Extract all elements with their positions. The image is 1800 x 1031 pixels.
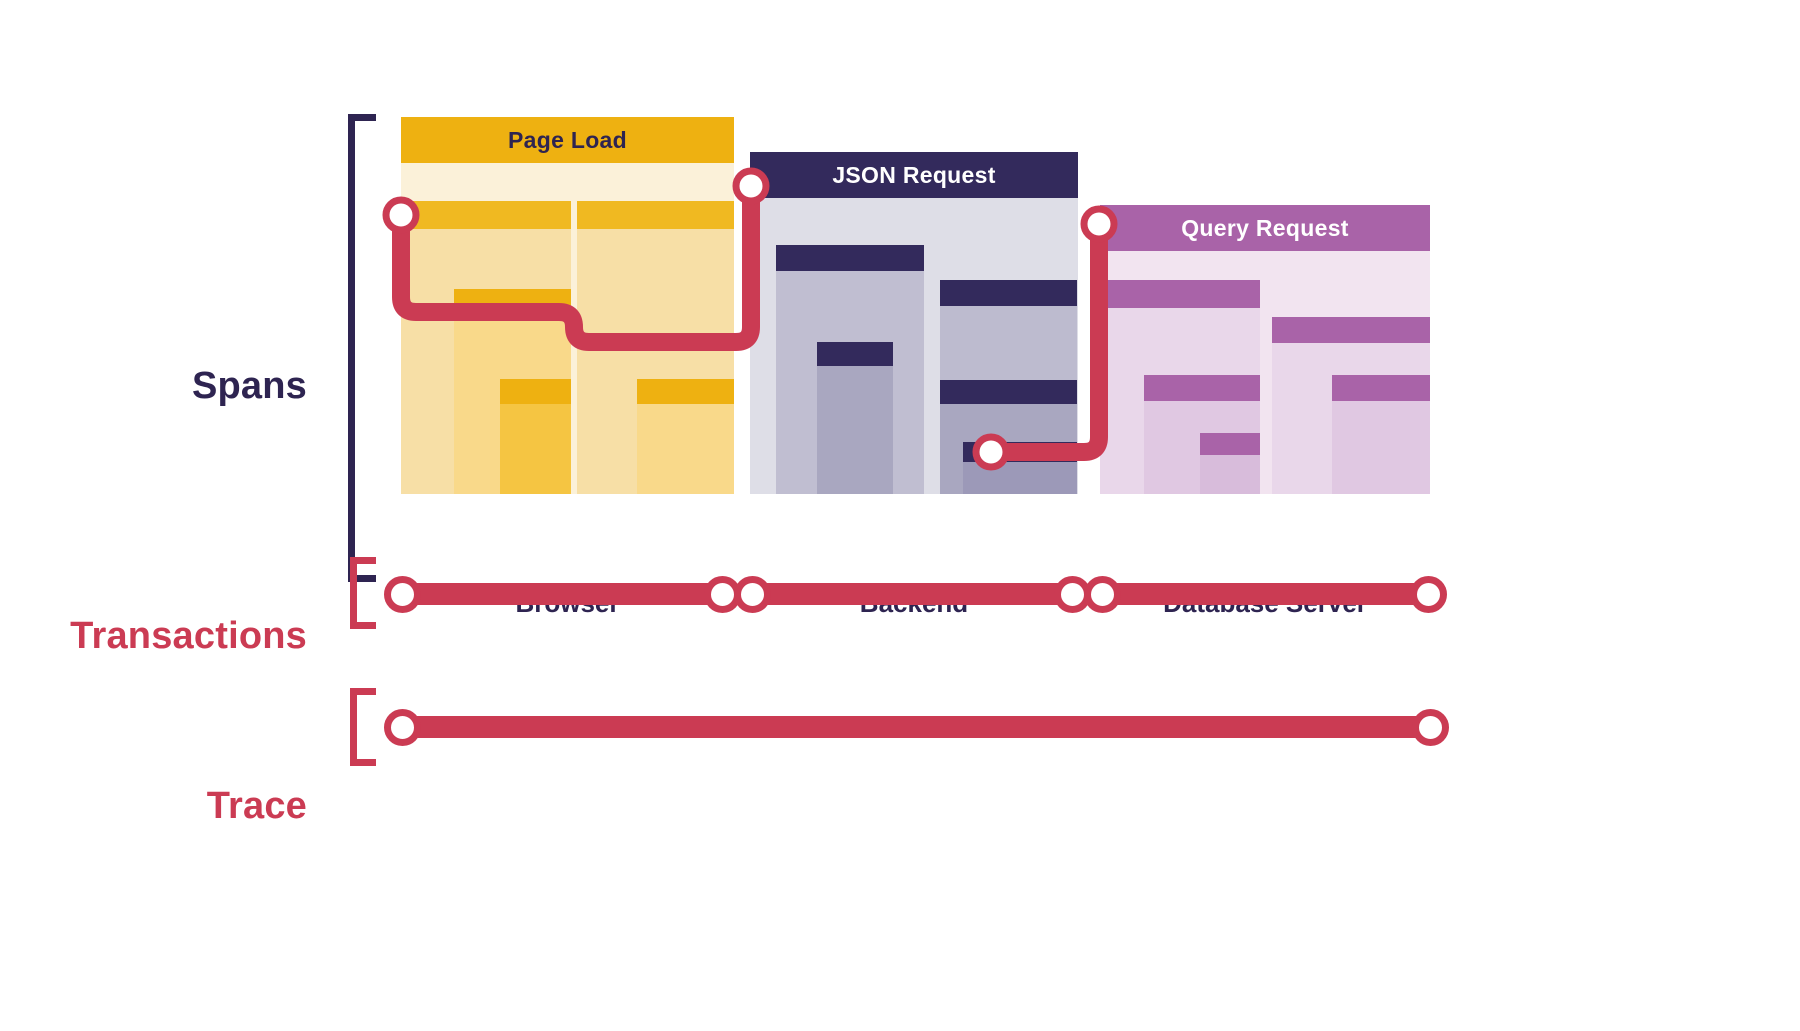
trace-segment — [402, 716, 1430, 738]
txn-node-database-end[interactable] — [1409, 575, 1447, 613]
query-span-3 — [1200, 433, 1260, 494]
handler-span-4-header — [940, 380, 1077, 404]
handler-span-5 — [963, 442, 1077, 494]
handler-span-5-header — [963, 442, 1077, 462]
handler-span-2 — [817, 342, 893, 494]
span-title-database: Query Request — [1100, 205, 1430, 251]
trace-node-start[interactable] — [383, 708, 421, 746]
row-label-trace: Trace — [206, 785, 307, 827]
query-span-3-header — [1200, 433, 1260, 455]
trace-bracket — [350, 688, 376, 766]
transaction-database — [1102, 583, 1428, 605]
txn-node-database-start[interactable] — [1083, 575, 1121, 613]
span-title-browser: Page Load — [401, 117, 734, 163]
query-span-5-header — [1332, 375, 1430, 401]
span-title-text-browser: Page Load — [507, 126, 627, 153]
query-span-2-header — [1144, 375, 1260, 401]
resource-span-3 — [500, 379, 571, 494]
span-title-text-database: Query Request — [1181, 214, 1349, 241]
handler-span-1-header — [776, 245, 924, 271]
trace-node-end[interactable] — [1411, 708, 1449, 746]
transaction-browser — [402, 583, 722, 605]
query-span-4-header — [1272, 317, 1430, 343]
row-label-transactions: Transactions — [70, 615, 307, 657]
handler-span-3-header — [940, 280, 1077, 306]
span-block-browser: Page Load — [401, 117, 734, 494]
resource-span-2-header — [454, 289, 571, 319]
span-title-backend: JSON Request — [750, 152, 1078, 198]
span-block-database: Query Request — [1100, 205, 1430, 494]
spans-bracket — [348, 114, 376, 582]
resource-span-1-header — [401, 201, 571, 229]
handler-span-2-header — [817, 342, 893, 366]
resource-span-4-header — [577, 201, 734, 229]
query-span-5 — [1332, 375, 1430, 494]
span-block-backend: JSON Request — [750, 152, 1078, 494]
transaction-backend — [752, 583, 1072, 605]
transactions-bracket — [350, 557, 376, 629]
txn-node-backend-start[interactable] — [733, 575, 771, 613]
resource-span-3-header — [500, 379, 571, 404]
resource-span-5-header — [637, 379, 734, 404]
txn-node-browser-start[interactable] — [383, 575, 421, 613]
query-span-1-header — [1100, 280, 1260, 308]
resource-span-5 — [637, 379, 734, 494]
span-title-text-backend: JSON Request — [832, 161, 996, 188]
row-label-spans: Spans — [191, 365, 307, 407]
